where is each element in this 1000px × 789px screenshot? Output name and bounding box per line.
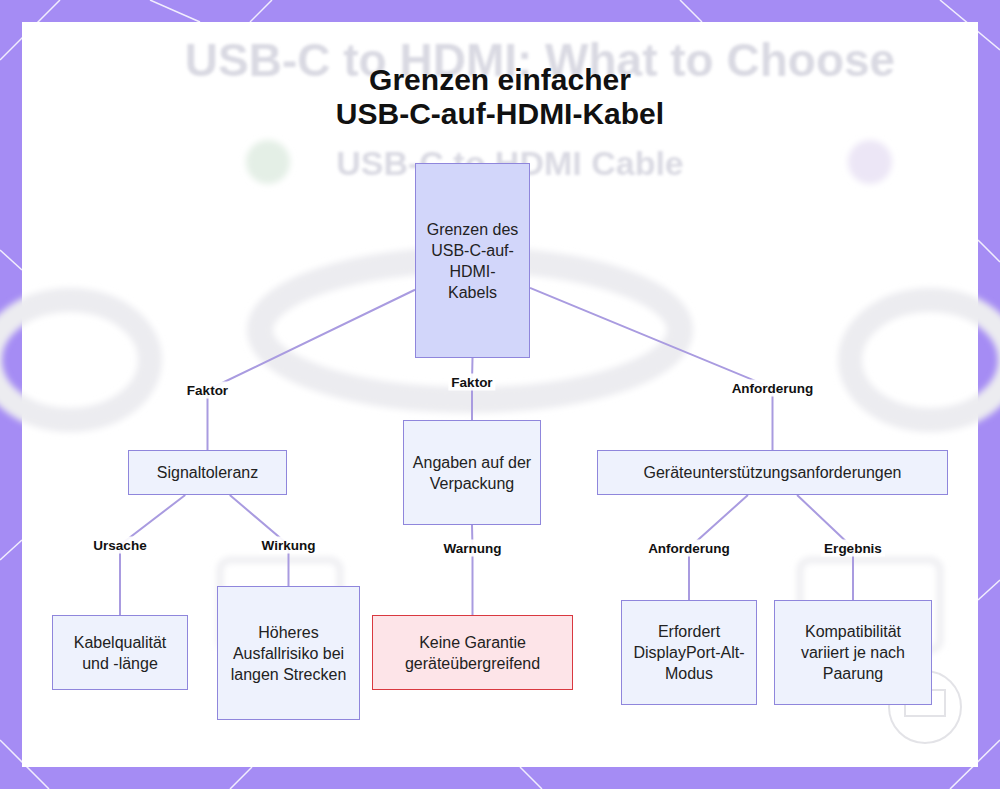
pattern-line [520, 767, 542, 789]
diagram-title: Grenzen einfacher USB-C-auf-HDMI-Kabel [332, 63, 668, 131]
faded-icon [848, 140, 892, 184]
factor-box: Angaben auf der Verpackung [403, 420, 541, 525]
node-text: Signaltoleranz [157, 462, 258, 483]
faded-cable [0, 300, 150, 420]
pattern-line [150, 0, 200, 22]
node-text: Keine Garantie geräteübergreifend [379, 632, 566, 674]
edge-label: Warnung [441, 540, 505, 557]
node-text: Höheres Ausfallrisiko bei langen Strecke… [224, 622, 353, 685]
node-text: Kabelqualität und -länge [59, 632, 181, 674]
edge-label: Anforderung [729, 380, 817, 397]
pattern-line [250, 0, 272, 22]
edge-label: Faktor [448, 374, 495, 391]
edge-label: Ursache [90, 537, 149, 554]
connector [120, 495, 185, 615]
leaf-box: Höheres Ausfallrisiko bei langen Strecke… [217, 586, 360, 720]
faded-cable [850, 300, 1000, 420]
leaf-box: Kompatibilität variiert je nach Paarung [774, 600, 932, 705]
edge-label: Anforderung [645, 540, 733, 557]
pattern-line [978, 580, 1000, 600]
connector [208, 290, 416, 450]
leaf-box: Kabelqualität und -länge [52, 615, 188, 690]
pattern-line [680, 0, 702, 22]
pattern-line [0, 540, 22, 560]
root-box: Grenzen des USB-C-auf-HDMI-Kabels [415, 163, 530, 358]
node-text: Kompatibilität variiert je nach Paarung [781, 621, 925, 684]
connector [471, 525, 474, 615]
node-text: Grenzen des USB-C-auf-HDMI-Kabels [426, 219, 519, 303]
faded-icon [246, 140, 290, 184]
requirement-box: Geräteunterstützungsanforderungen [597, 450, 948, 495]
edge-label: Wirkung [259, 537, 319, 554]
panel [22, 22, 978, 767]
connector [530, 288, 773, 450]
node-text: Erfordert DisplayPort-Alt-Modus [628, 621, 750, 684]
pattern-line [230, 767, 252, 789]
faded-illustration [0, 140, 1000, 650]
edge-label: Faktor [184, 382, 231, 399]
pattern-line [0, 250, 22, 270]
edge-label: Ergebnis [821, 540, 885, 557]
factor-box: Signaltoleranz [128, 450, 287, 495]
node-text: Angaben auf der Verpackung [410, 452, 534, 494]
pattern-line [978, 240, 1000, 262]
warning-box: Keine Garantie geräteübergreifend [372, 615, 573, 690]
node-text: Geräteunterstützungsanforderungen [644, 462, 902, 483]
leaf-box: Erfordert DisplayPort-Alt-Modus [621, 600, 757, 705]
